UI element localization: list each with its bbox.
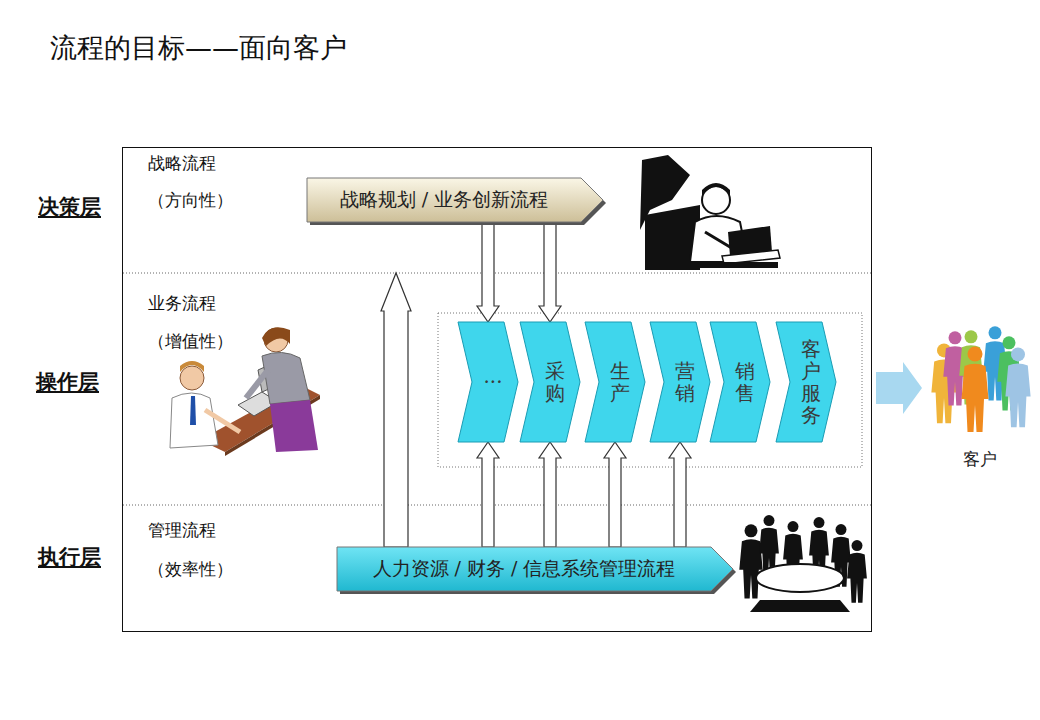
- process-chevron: 客户服务: [776, 322, 836, 442]
- hair-shape: [262, 327, 290, 346]
- band-subtitle: （效率性）: [148, 559, 233, 579]
- arrow-label: 人力资源 / 财务 / 信息系统管理流程: [373, 556, 676, 582]
- layer-label: 执行层: [38, 543, 101, 571]
- hollow-arrow: [477, 222, 499, 322]
- hair-shape: [702, 183, 730, 196]
- hollow-arrow: [604, 442, 626, 547]
- hollow-arrow: [669, 442, 691, 547]
- band-subtitle: （增值性）: [148, 331, 233, 351]
- hollow-arrow: [539, 442, 561, 547]
- process-group-outline: [438, 313, 862, 467]
- meeting-illustration: [739, 515, 867, 612]
- process-chevron: 营销: [650, 322, 710, 442]
- chevron-shape: [458, 322, 518, 442]
- customer-label: 客户: [963, 448, 997, 471]
- jacket-shape: [262, 352, 310, 404]
- layer-band: 业务流程 （增值性） ··· 采购 生产 营销销售 客户服务: [122, 273, 872, 505]
- hollow-arrow: [477, 442, 499, 547]
- chevron-shape: [585, 322, 645, 442]
- hollow-arrow: [381, 273, 411, 547]
- person-silhouette: [847, 540, 867, 603]
- step-label: 营销: [675, 360, 695, 404]
- band-divider: [123, 505, 871, 506]
- hair-shape: [180, 361, 204, 372]
- process-arrow: 战略规划 / 业务创新流程: [307, 178, 603, 222]
- to-customer-arrow: [876, 362, 922, 414]
- band-divider: [123, 273, 871, 274]
- hollow-arrow: [539, 222, 561, 322]
- step-label: 生产: [610, 360, 630, 404]
- shirt-shape: [170, 393, 218, 448]
- customer-silhouette: [962, 347, 989, 433]
- chevron-shape: [776, 322, 836, 442]
- process-chevron: 采购: [520, 322, 580, 442]
- band-heading: 战略流程: [148, 153, 216, 173]
- executive-illustration: [640, 155, 780, 270]
- customer-silhouette: [1005, 347, 1030, 427]
- person-silhouette: [739, 524, 762, 598]
- step-label: 销售: [735, 360, 755, 404]
- chevron-shape: [520, 322, 580, 442]
- skirt-shape: [270, 400, 318, 452]
- head-shape: [180, 366, 204, 390]
- table-base: [750, 600, 850, 612]
- layer-band: 管理流程 （效率性） 人力资源 / 财务 / 信息系统管理流程: [122, 505, 872, 632]
- layer-band: 战略流程 （方向性） 战略规划 / 业务创新流程: [122, 147, 872, 273]
- process-chevron: ···: [458, 322, 518, 442]
- step-label: 采购: [545, 360, 565, 404]
- table-shape: [756, 564, 844, 592]
- diagram-title: 流程的目标——面向客户: [50, 30, 347, 66]
- band-heading: 业务流程: [148, 293, 216, 313]
- process-chevron: 生产: [585, 322, 645, 442]
- arm-shape: [205, 410, 240, 432]
- layer-label: 决策层: [38, 193, 101, 221]
- arrow-shape: [337, 547, 733, 591]
- step-label: 客户服务: [801, 338, 821, 426]
- arm-shape: [246, 370, 268, 398]
- process-chevron: 销售: [710, 322, 770, 442]
- laptop-base: [722, 250, 780, 264]
- chevron-shape: [650, 322, 710, 442]
- chevron-shape: [710, 322, 770, 442]
- desk-shape: [660, 262, 778, 268]
- customers-illustration: [931, 326, 1030, 432]
- arrow-shape: [307, 178, 603, 222]
- band-subtitle: （方向性）: [148, 190, 233, 210]
- band-heading: 管理流程: [148, 520, 216, 540]
- layer-label: 操作层: [36, 368, 99, 396]
- tie-shape: [190, 396, 196, 425]
- process-arrow: 人力资源 / 财务 / 信息系统管理流程: [337, 547, 733, 591]
- arrow-label: 战略规划 / 业务创新流程: [340, 187, 548, 213]
- step-label: ···: [483, 371, 503, 393]
